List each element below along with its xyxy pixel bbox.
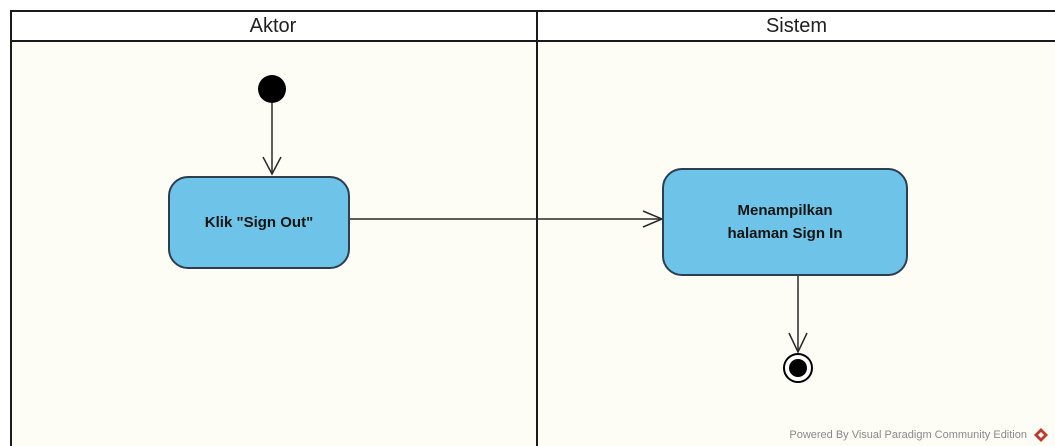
swimlane-divider xyxy=(536,12,538,446)
visual-paradigm-logo-icon xyxy=(1034,428,1048,442)
swimlane-aktor-title: Aktor xyxy=(249,14,297,37)
final-node-inner xyxy=(789,359,807,377)
powered-by-footer: Powered By Visual Paradigm Community Edi… xyxy=(789,429,1027,441)
action-klik-sign-out-label: Klik "Sign Out" xyxy=(204,213,314,231)
flow-arrowhead-3 xyxy=(788,332,808,354)
swimlane-top-border xyxy=(10,10,1055,12)
initial-node xyxy=(258,75,286,103)
swimlane-sistem-header: Sistem xyxy=(538,12,1055,42)
action-menampilkan-sign-in: Menampilkan halaman Sign In xyxy=(662,168,908,276)
action-klik-sign-out: Klik "Sign Out" xyxy=(168,176,350,269)
swimlane-left-border xyxy=(10,12,12,446)
flow-arrowhead-1 xyxy=(262,156,282,176)
swimlane-aktor-header: Aktor xyxy=(10,12,536,42)
swimlane-sistem-title: Sistem xyxy=(765,14,828,37)
action-menampilkan-sign-in-label: Menampilkan halaman Sign In xyxy=(727,201,843,242)
